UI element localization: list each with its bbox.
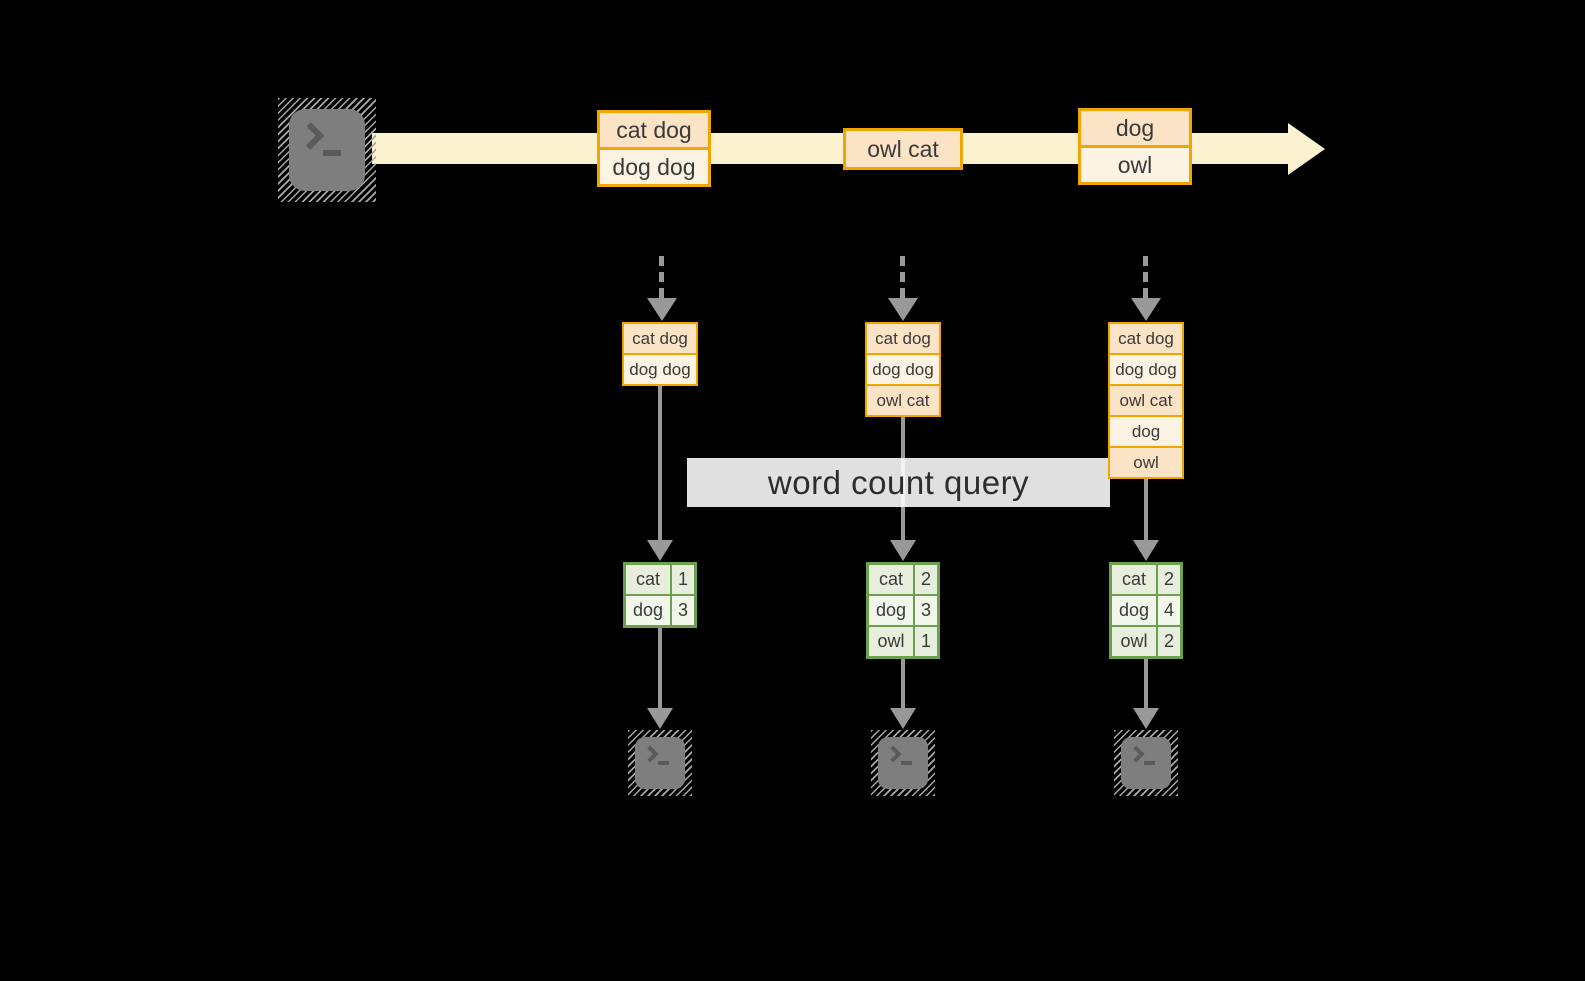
word-cell: owl bbox=[1112, 627, 1156, 656]
table-row: dog 3 bbox=[869, 596, 937, 625]
arrow-head-icon bbox=[890, 540, 916, 561]
word-cell: dog bbox=[869, 596, 913, 625]
dashed-arrow-line bbox=[900, 256, 905, 298]
table-row: owl 1 bbox=[869, 627, 937, 656]
word-cell: cat bbox=[869, 565, 913, 594]
state-record: dog dog bbox=[867, 355, 939, 384]
terminal-screen bbox=[878, 737, 928, 789]
table-row: owl 2 bbox=[1112, 627, 1180, 656]
table-row: cat 2 bbox=[1112, 565, 1180, 594]
arrow-line bbox=[1144, 479, 1148, 540]
arrow-line bbox=[1144, 659, 1148, 708]
arrow-line bbox=[901, 659, 905, 708]
state-record: dog dog bbox=[624, 355, 696, 384]
count-table-2: cat 2 dog 3 owl 1 bbox=[866, 562, 940, 659]
prompt-chevron-icon bbox=[640, 745, 659, 763]
word-cell: owl bbox=[869, 627, 913, 656]
state-box-1: cat dog dog dog bbox=[622, 322, 698, 386]
arrow-head-icon bbox=[647, 708, 673, 729]
output-terminal-icon bbox=[871, 730, 935, 796]
prompt-chevron-icon bbox=[883, 745, 902, 763]
source-terminal-icon bbox=[278, 98, 376, 202]
batch-record: owl cat bbox=[846, 131, 960, 167]
state-box-3: cat dog dog dog owl cat dog owl bbox=[1108, 322, 1184, 479]
prompt-chevron-icon bbox=[1126, 745, 1145, 763]
state-record: cat dog bbox=[624, 324, 696, 353]
arrow-line bbox=[658, 628, 662, 708]
dashed-arrow-line bbox=[1143, 256, 1148, 298]
count-cell: 2 bbox=[915, 565, 937, 594]
terminal-screen bbox=[289, 109, 365, 191]
prompt-chevron-icon bbox=[296, 122, 325, 150]
stream-batch-1: cat dog dog dog bbox=[597, 110, 711, 187]
prompt-underscore-icon bbox=[1143, 761, 1155, 766]
dashed-arrow-head-icon bbox=[1131, 298, 1161, 321]
state-record: cat dog bbox=[1110, 324, 1182, 353]
table-row: cat 2 bbox=[869, 565, 937, 594]
count-cell: 1 bbox=[672, 565, 694, 594]
output-terminal-icon bbox=[1114, 730, 1178, 796]
count-cell: 4 bbox=[1158, 596, 1180, 625]
table-row: dog 4 bbox=[1112, 596, 1180, 625]
count-cell: 1 bbox=[915, 627, 937, 656]
arrow-head-icon bbox=[647, 540, 673, 561]
dashed-arrow-head-icon bbox=[647, 298, 677, 321]
count-table-1: cat 1 dog 3 bbox=[623, 562, 697, 628]
batch-record: dog bbox=[1081, 111, 1189, 145]
stream-batch-2: owl cat bbox=[843, 128, 963, 170]
stream-batch-3: dog owl bbox=[1078, 108, 1192, 185]
table-row: cat 1 bbox=[626, 565, 694, 594]
dashed-arrow-line bbox=[659, 256, 664, 298]
count-cell: 3 bbox=[915, 596, 937, 625]
batch-record: dog dog bbox=[600, 150, 708, 184]
count-cell: 2 bbox=[1158, 627, 1180, 656]
batch-record: owl bbox=[1081, 148, 1189, 182]
query-band: word count query bbox=[687, 458, 1110, 507]
word-cell: dog bbox=[626, 596, 670, 625]
arrow-line bbox=[658, 386, 662, 540]
dashed-arrow-head-icon bbox=[888, 298, 918, 321]
batch-record: cat dog bbox=[600, 113, 708, 147]
arrow-head-icon bbox=[1133, 540, 1159, 561]
output-terminal-icon bbox=[628, 730, 692, 796]
state-record: dog dog bbox=[1110, 355, 1182, 384]
arrow-head-icon bbox=[1133, 708, 1159, 729]
count-cell: 3 bbox=[672, 596, 694, 625]
state-record: owl cat bbox=[1110, 386, 1182, 415]
prompt-underscore-icon bbox=[323, 150, 342, 156]
count-table-3: cat 2 dog 4 owl 2 bbox=[1109, 562, 1183, 659]
terminal-screen bbox=[635, 737, 685, 789]
state-box-2: cat dog dog dog owl cat bbox=[865, 322, 941, 417]
terminal-screen bbox=[1121, 737, 1171, 789]
word-cell: cat bbox=[626, 565, 670, 594]
state-record: cat dog bbox=[867, 324, 939, 353]
word-cell: cat bbox=[1112, 565, 1156, 594]
arrow-head-icon bbox=[890, 708, 916, 729]
prompt-underscore-icon bbox=[657, 761, 669, 766]
count-cell: 2 bbox=[1158, 565, 1180, 594]
query-label: word count query bbox=[767, 463, 1030, 501]
state-record: dog bbox=[1110, 417, 1182, 446]
state-record: owl bbox=[1110, 448, 1182, 477]
prompt-underscore-icon bbox=[900, 761, 912, 766]
table-row: dog 3 bbox=[626, 596, 694, 625]
state-record: owl cat bbox=[867, 386, 939, 415]
word-cell: dog bbox=[1112, 596, 1156, 625]
input-stream-arrowhead-icon bbox=[1288, 123, 1325, 175]
